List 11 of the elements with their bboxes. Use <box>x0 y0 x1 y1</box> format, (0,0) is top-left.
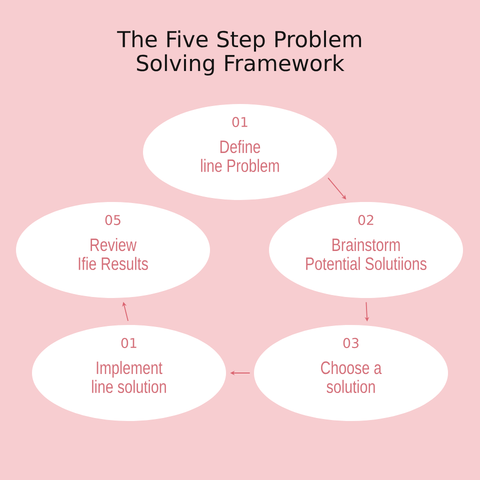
step-number: 01 <box>232 116 248 128</box>
step-label: Review Ifie Results <box>78 238 148 270</box>
step-number: 01 <box>121 338 136 348</box>
step-number: 02 <box>358 214 374 226</box>
title: The Five Step Problem Solving Framework <box>117 30 362 76</box>
step-label: Choose a solution <box>321 360 382 394</box>
step-label: Brainstorm Potential Solutiions <box>306 238 426 270</box>
step-number: 03 <box>343 338 358 348</box>
step-label: Define line Problem <box>201 140 279 172</box>
step-number: 05 <box>105 214 120 226</box>
step-label: Implement line solution <box>92 360 166 394</box>
